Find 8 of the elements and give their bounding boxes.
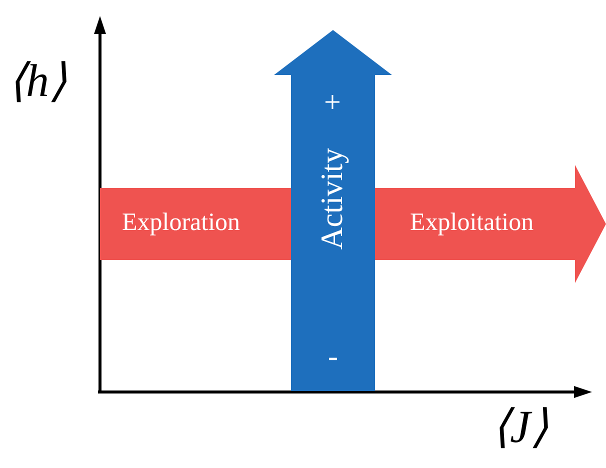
band-label: Exploitation xyxy=(410,210,534,235)
band-label: Exploration xyxy=(122,210,240,235)
x-axis-label: ⟨J⟩ xyxy=(492,404,548,450)
band-label: Activity xyxy=(316,148,347,250)
y-axis-label: ⟨h⟩ xyxy=(8,58,67,104)
minus-sign: - xyxy=(328,342,338,372)
vertical-band-arrow xyxy=(274,30,392,391)
plus-sign: + xyxy=(324,88,341,118)
